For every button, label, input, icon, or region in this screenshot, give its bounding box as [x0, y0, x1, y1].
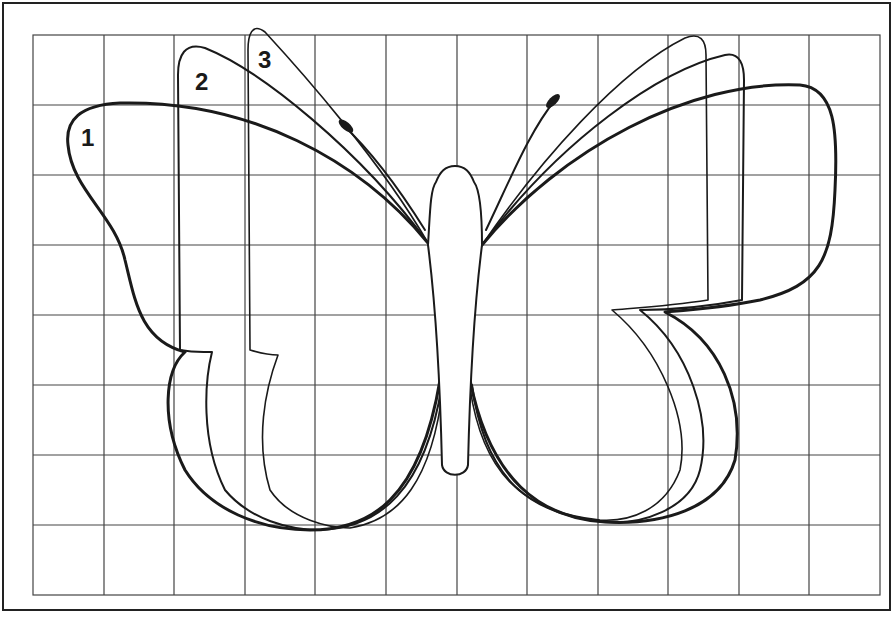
wing-outline-3: [248, 28, 443, 528]
antenna: [342, 124, 425, 230]
callout-number: 1: [79, 126, 96, 150]
wing-outline-2: [472, 55, 744, 523]
antenna: [486, 99, 556, 230]
frame: [3, 3, 890, 610]
callout-number: 3: [256, 48, 273, 72]
wing-outline-2: [178, 47, 442, 530]
antenna-club: [544, 92, 562, 110]
callout-number: 2: [193, 70, 210, 94]
grid: [33, 35, 880, 595]
antenna-club: [337, 117, 356, 135]
wing-outline-1: [470, 85, 836, 523]
wing-outline-1: [68, 103, 440, 530]
butterfly-body: [428, 166, 482, 475]
